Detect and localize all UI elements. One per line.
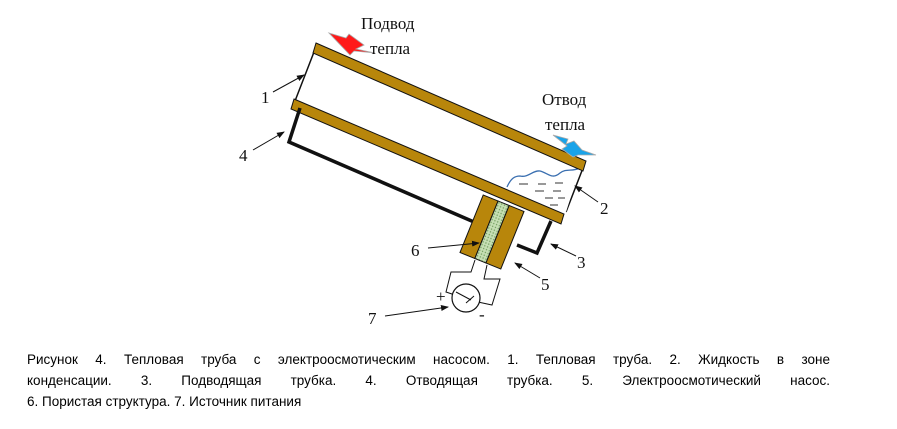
label-2: 2: [600, 199, 609, 218]
heat-out-label-line1: Отвод: [542, 90, 587, 109]
pipe-upper-wall: [312, 42, 587, 172]
heat-out-arrow-icon: [552, 134, 597, 158]
heat-in-arrow-icon: [327, 32, 376, 56]
label-6: 6: [411, 241, 420, 260]
pipe-lower-wall: [290, 98, 565, 225]
supply-tube-3: [516, 220, 553, 256]
minus-sign: -: [479, 305, 485, 324]
label-1: 1: [261, 88, 270, 107]
label-5: 5: [541, 275, 550, 294]
heat-out-label-line2: тепла: [545, 115, 586, 134]
figure-caption: Рисунок 4. Тепловая труба с электроосмот…: [27, 349, 830, 412]
liquid-dashes: [519, 182, 565, 206]
label-7: 7: [368, 309, 377, 328]
caption-line-3: 6. Пористая структура. 7. Источник питан…: [27, 394, 302, 409]
return-tube-4: [286, 107, 475, 224]
power-source-icon: [451, 283, 481, 313]
plus-sign: +: [436, 287, 446, 306]
heat-in-label-line1: Подвод: [361, 14, 415, 33]
leader-lines: [252, 74, 599, 317]
heat-in-label-line2: тепла: [370, 39, 411, 58]
power-circuit: [445, 259, 501, 306]
pipe-left-wall: [294, 51, 315, 102]
power-source-arrow: [455, 291, 475, 304]
caption-line-1: Рисунок 4. Тепловая труба с электроосмот…: [27, 352, 830, 367]
electroosmotic-pump: [459, 194, 525, 270]
liquid-surface: [506, 167, 581, 188]
label-3: 3: [577, 253, 586, 272]
liquid-zone: [505, 168, 580, 212]
caption-line-2: конденсации. 3. Подводящая трубка. 4. От…: [27, 373, 830, 388]
label-4: 4: [239, 146, 248, 165]
